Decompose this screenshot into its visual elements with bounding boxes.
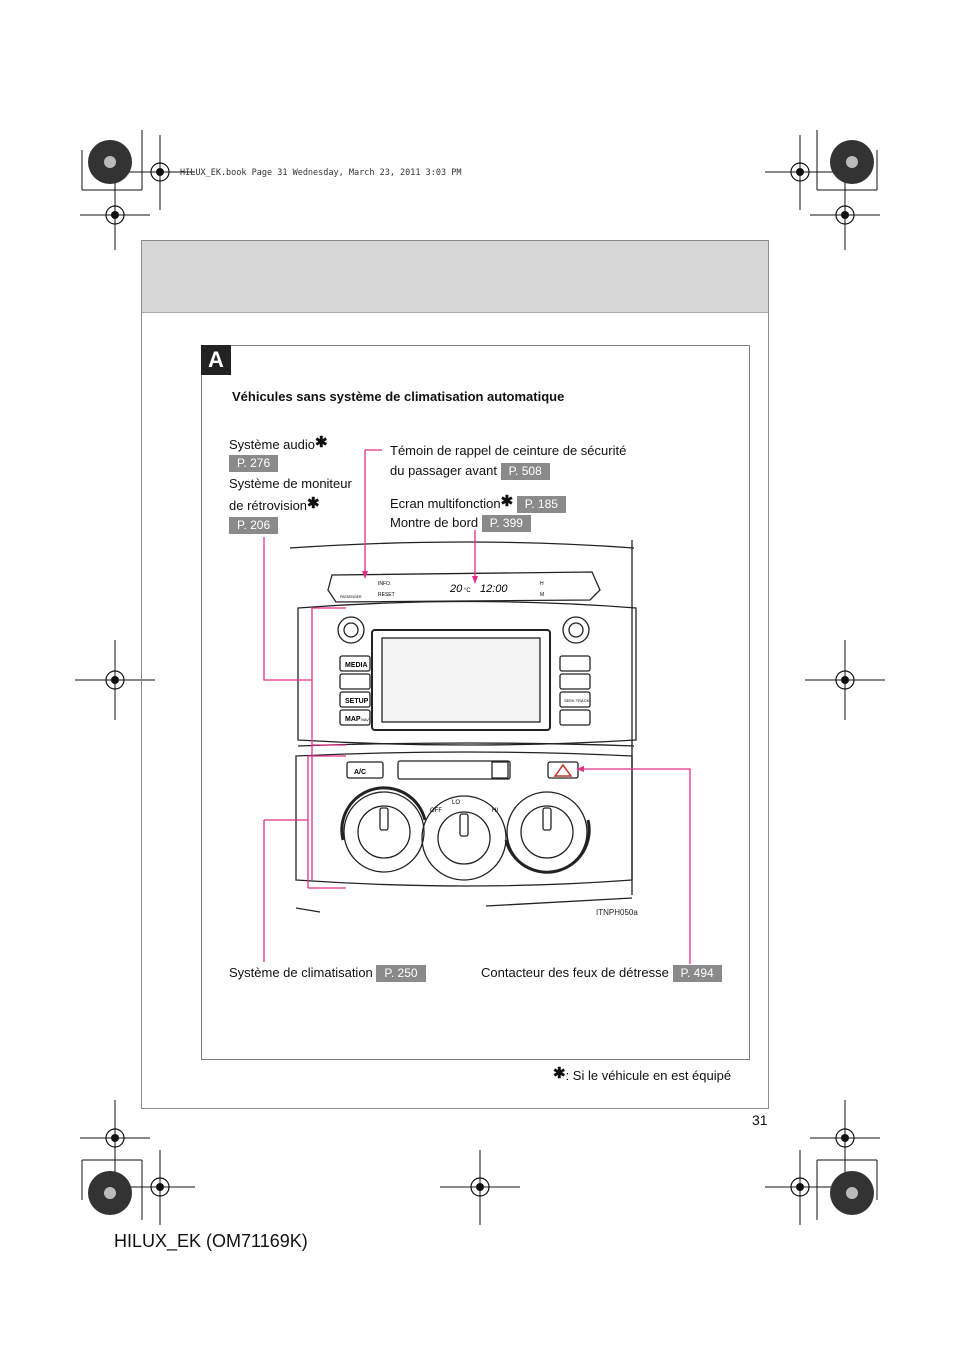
print-imprint: HILUX_EK.book Page 31 Wednesday, March 2… [180, 168, 462, 178]
fan-lo-label: LO [452, 800, 460, 806]
display-m: M [540, 592, 544, 598]
callout-multi-display: Ecran multifonction✱ P. 185 [390, 494, 566, 513]
dashboard-illustration: 20 °C 12:00 INFO. RESET H M PASSENGER ME… [263, 449, 691, 964]
callout-climate-label: Système de climatisation [229, 965, 373, 980]
fan-hi-label: HI [492, 808, 498, 814]
page-ref-seatbelt: P. 508 [500, 463, 550, 480]
map-button-label: MAP [345, 716, 361, 723]
page-ref-audio: P. 276 [229, 455, 279, 472]
callout-seatbelt: Témoin de rappel de ceinture de sécurité… [390, 443, 626, 480]
display-temp-unit: °C [464, 588, 471, 594]
ref-audio: P. 276 [229, 454, 279, 472]
display-h: H [540, 581, 544, 587]
setup-button-label: SETUP [345, 698, 369, 705]
footnote-text: : Si le véhicule en est équipé [565, 1068, 732, 1083]
fan-off-label: OFF [430, 808, 442, 814]
section-subtitle: Véhicules sans système de climatisation … [232, 389, 565, 404]
callout-clock: Montre de bord P. 399 [390, 515, 531, 532]
leader-hazard [580, 768, 691, 964]
callout-rear-monitor: Système de moniteur de rétrovision✱ [229, 476, 352, 514]
asterisk-icon: ✱ [553, 1065, 566, 1082]
callout-hazard-label: Contacteur des feux de détresse [481, 965, 669, 980]
footnote: ✱: Si le véhicule en est équipé [553, 1066, 731, 1084]
section-tag: A [201, 345, 231, 375]
callout-multi-display-label: Ecran multifonction [390, 496, 501, 511]
page-ref-hazard: P. 494 [672, 965, 722, 982]
page-number: 31 [752, 1112, 768, 1128]
seek-track-label: SEEK TRACK [564, 698, 590, 703]
illustration-ref-code: ITNPH050a [596, 908, 638, 917]
page-ref-rear-monitor: P. 206 [229, 517, 279, 534]
nav-button-label: NAV [361, 717, 369, 722]
page-frame [141, 240, 769, 1109]
hazard-icon [553, 763, 573, 777]
display-reset: RESET [378, 592, 395, 598]
display-passenger: PASSENGER [340, 595, 362, 599]
display-info: INFO. [378, 581, 391, 587]
asterisk-icon: ✱ [315, 434, 328, 451]
ref-rear-monitor: P. 206 [229, 516, 279, 534]
footer-code: HILUX_EK (OM71169K) [114, 1231, 308, 1251]
ac-button-label: A/C [354, 769, 366, 776]
leader-audio [263, 537, 312, 681]
display-clock: 12:00 [480, 583, 508, 595]
asterisk-icon: ✱ [307, 495, 320, 512]
callout-audio-label: Système audio [229, 437, 315, 452]
callout-rear-monitor-line2: de rétrovision [229, 498, 308, 513]
page-ref-climate: P. 250 [376, 965, 426, 982]
display-temp: 20 [449, 583, 463, 595]
callout-clock-label: Montre de bord [390, 515, 479, 530]
callout-hazard: Contacteur des feux de détresse P. 494 [481, 965, 722, 982]
callout-climate: Système de climatisation P. 250 [229, 965, 426, 982]
callout-seatbelt-line2: du passager avant [390, 463, 497, 478]
page-ref-multi-display: P. 185 [516, 496, 566, 513]
callout-rear-monitor-line1: Système de moniteur [229, 476, 352, 491]
page-ref-clock: P. 399 [481, 515, 531, 532]
callout-seatbelt-line1: Témoin de rappel de ceinture de sécurité [390, 443, 627, 458]
asterisk-icon: ✱ [500, 493, 514, 510]
media-button-label: MEDIA [345, 662, 368, 669]
callout-audio: Système audio✱ [229, 435, 328, 453]
